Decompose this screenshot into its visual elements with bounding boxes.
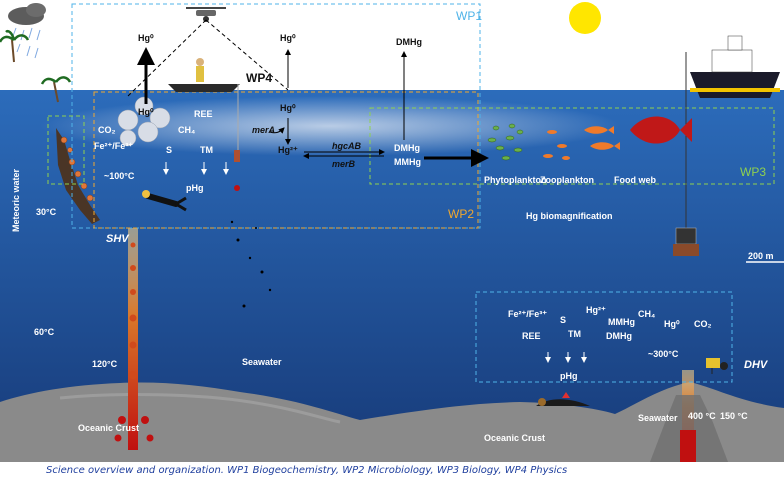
particle-dots	[230, 220, 272, 308]
mera-label: merA	[252, 125, 276, 135]
dmhg-top-label: DMHg	[396, 37, 422, 47]
rov-icon	[673, 227, 699, 256]
settling-arrows-shallow	[163, 162, 229, 175]
s-label: S	[166, 145, 173, 155]
seawater-mid-label: Seawater	[242, 357, 282, 367]
seabed-creatures	[536, 392, 590, 406]
boat-icon	[168, 58, 240, 191]
zooplankton-label: Zooplankton	[540, 175, 594, 185]
temp-100-label: ~100°C	[104, 171, 135, 181]
oceanic-crust	[0, 382, 784, 462]
meteoric-water-label: Meteoric water	[11, 168, 21, 232]
dhv-box	[475, 291, 733, 383]
figure-caption: Science overview and organization. WP1 B…	[46, 465, 568, 476]
co2-label: CO₂	[98, 125, 116, 135]
deep-dmhg-label: DMHg	[606, 331, 632, 341]
deep-vent-core	[680, 430, 696, 462]
temp-30-label: 30°C	[36, 207, 57, 217]
deep-hg2-label: Hg²⁺	[586, 305, 606, 315]
coastal-rocks	[56, 128, 100, 224]
hg0-air-label: Hg⁰	[138, 33, 154, 43]
hydrothermal-bubbles	[60, 136, 94, 202]
phytoplankton-icon	[487, 123, 524, 161]
sensor-icon	[706, 358, 728, 374]
deep-tm-label: TM	[568, 329, 581, 339]
hg0-cloud-label: Hg⁰	[138, 107, 154, 117]
wp4-label: WP4	[246, 71, 273, 85]
deep-fe-label: Fe²⁺/Fe³⁺	[508, 309, 548, 319]
sun-icon	[569, 2, 601, 34]
hg0-mid-label: Hg⁰	[280, 103, 296, 113]
ch4-label: CH₄	[178, 125, 196, 135]
phytoplankton-label: Phytoplankton	[484, 175, 547, 185]
mmhg-label: MMHg	[394, 157, 421, 167]
hg-release-cloud	[117, 96, 171, 147]
deep-mmhg-label: MMHg	[608, 317, 635, 327]
crust-mid-label: Oceanic Crust	[484, 433, 546, 443]
tm-label: TM	[200, 145, 213, 155]
fish-icon	[584, 116, 692, 150]
dmhg-label: DMHg	[394, 143, 420, 153]
merb-label: merB	[332, 159, 356, 169]
wp3-box	[369, 107, 775, 185]
food-web-label: Food web	[614, 175, 656, 185]
drone-view-lines	[127, 19, 289, 97]
cloud-rain-icon	[8, 3, 46, 59]
dhv-label: DHV	[744, 359, 768, 371]
science-overview-diagram	[0, 2, 784, 462]
palm-tree-icon	[0, 30, 72, 103]
fe-label: Fe²⁺/Fe³⁺	[94, 141, 134, 151]
deep-phg-label: pHg	[560, 371, 578, 381]
deep-ree-label: REE	[522, 331, 541, 341]
temp-300-label: ~300°C	[648, 349, 679, 359]
wp3-label: WP3	[740, 165, 767, 179]
temp-60-label: 60°C	[34, 327, 55, 337]
temp-400-label: 400 °C	[688, 411, 716, 421]
plume-drops-shallow	[114, 242, 154, 442]
seawater-right-label: Seawater	[638, 413, 678, 423]
temp-150-label: 150 °C	[720, 411, 748, 421]
temp-120-label: 120°C	[92, 359, 118, 369]
wp2-label: WP2	[448, 207, 475, 221]
hgcab-label: hgcAB	[332, 141, 361, 151]
settling-arrows-deep	[545, 352, 587, 363]
deep-vent-chimney	[650, 395, 728, 462]
deep-hg0-label: Hg⁰	[664, 319, 680, 329]
phg-label: pHg	[186, 183, 204, 193]
hg0-top-label: Hg⁰	[280, 33, 296, 43]
shallow-vent-plume	[128, 228, 138, 450]
wp3-left-box	[47, 115, 85, 185]
deep-s-label: S	[560, 315, 567, 325]
mera-arrow	[269, 127, 285, 134]
wp1-label: WP1	[456, 9, 483, 23]
hg2-label: Hg²⁺	[278, 145, 298, 155]
deep-ch4-label: CH₄	[638, 309, 656, 319]
zooplankton-icon	[543, 130, 570, 160]
biomag-label: Hg biomagnification	[526, 211, 613, 221]
crust-highlight	[59, 393, 341, 424]
drone-icon	[186, 7, 226, 22]
depth-label: 200 m	[748, 251, 774, 261]
deep-co2-label: CO₂	[694, 319, 712, 329]
ree-label: REE	[194, 109, 213, 119]
crust-left-label: Oceanic Crust	[78, 423, 140, 433]
diver-icon	[142, 190, 187, 212]
shv-label: SHV	[106, 233, 129, 245]
ship-icon	[685, 35, 780, 232]
hg-surface-haze	[40, 96, 620, 156]
